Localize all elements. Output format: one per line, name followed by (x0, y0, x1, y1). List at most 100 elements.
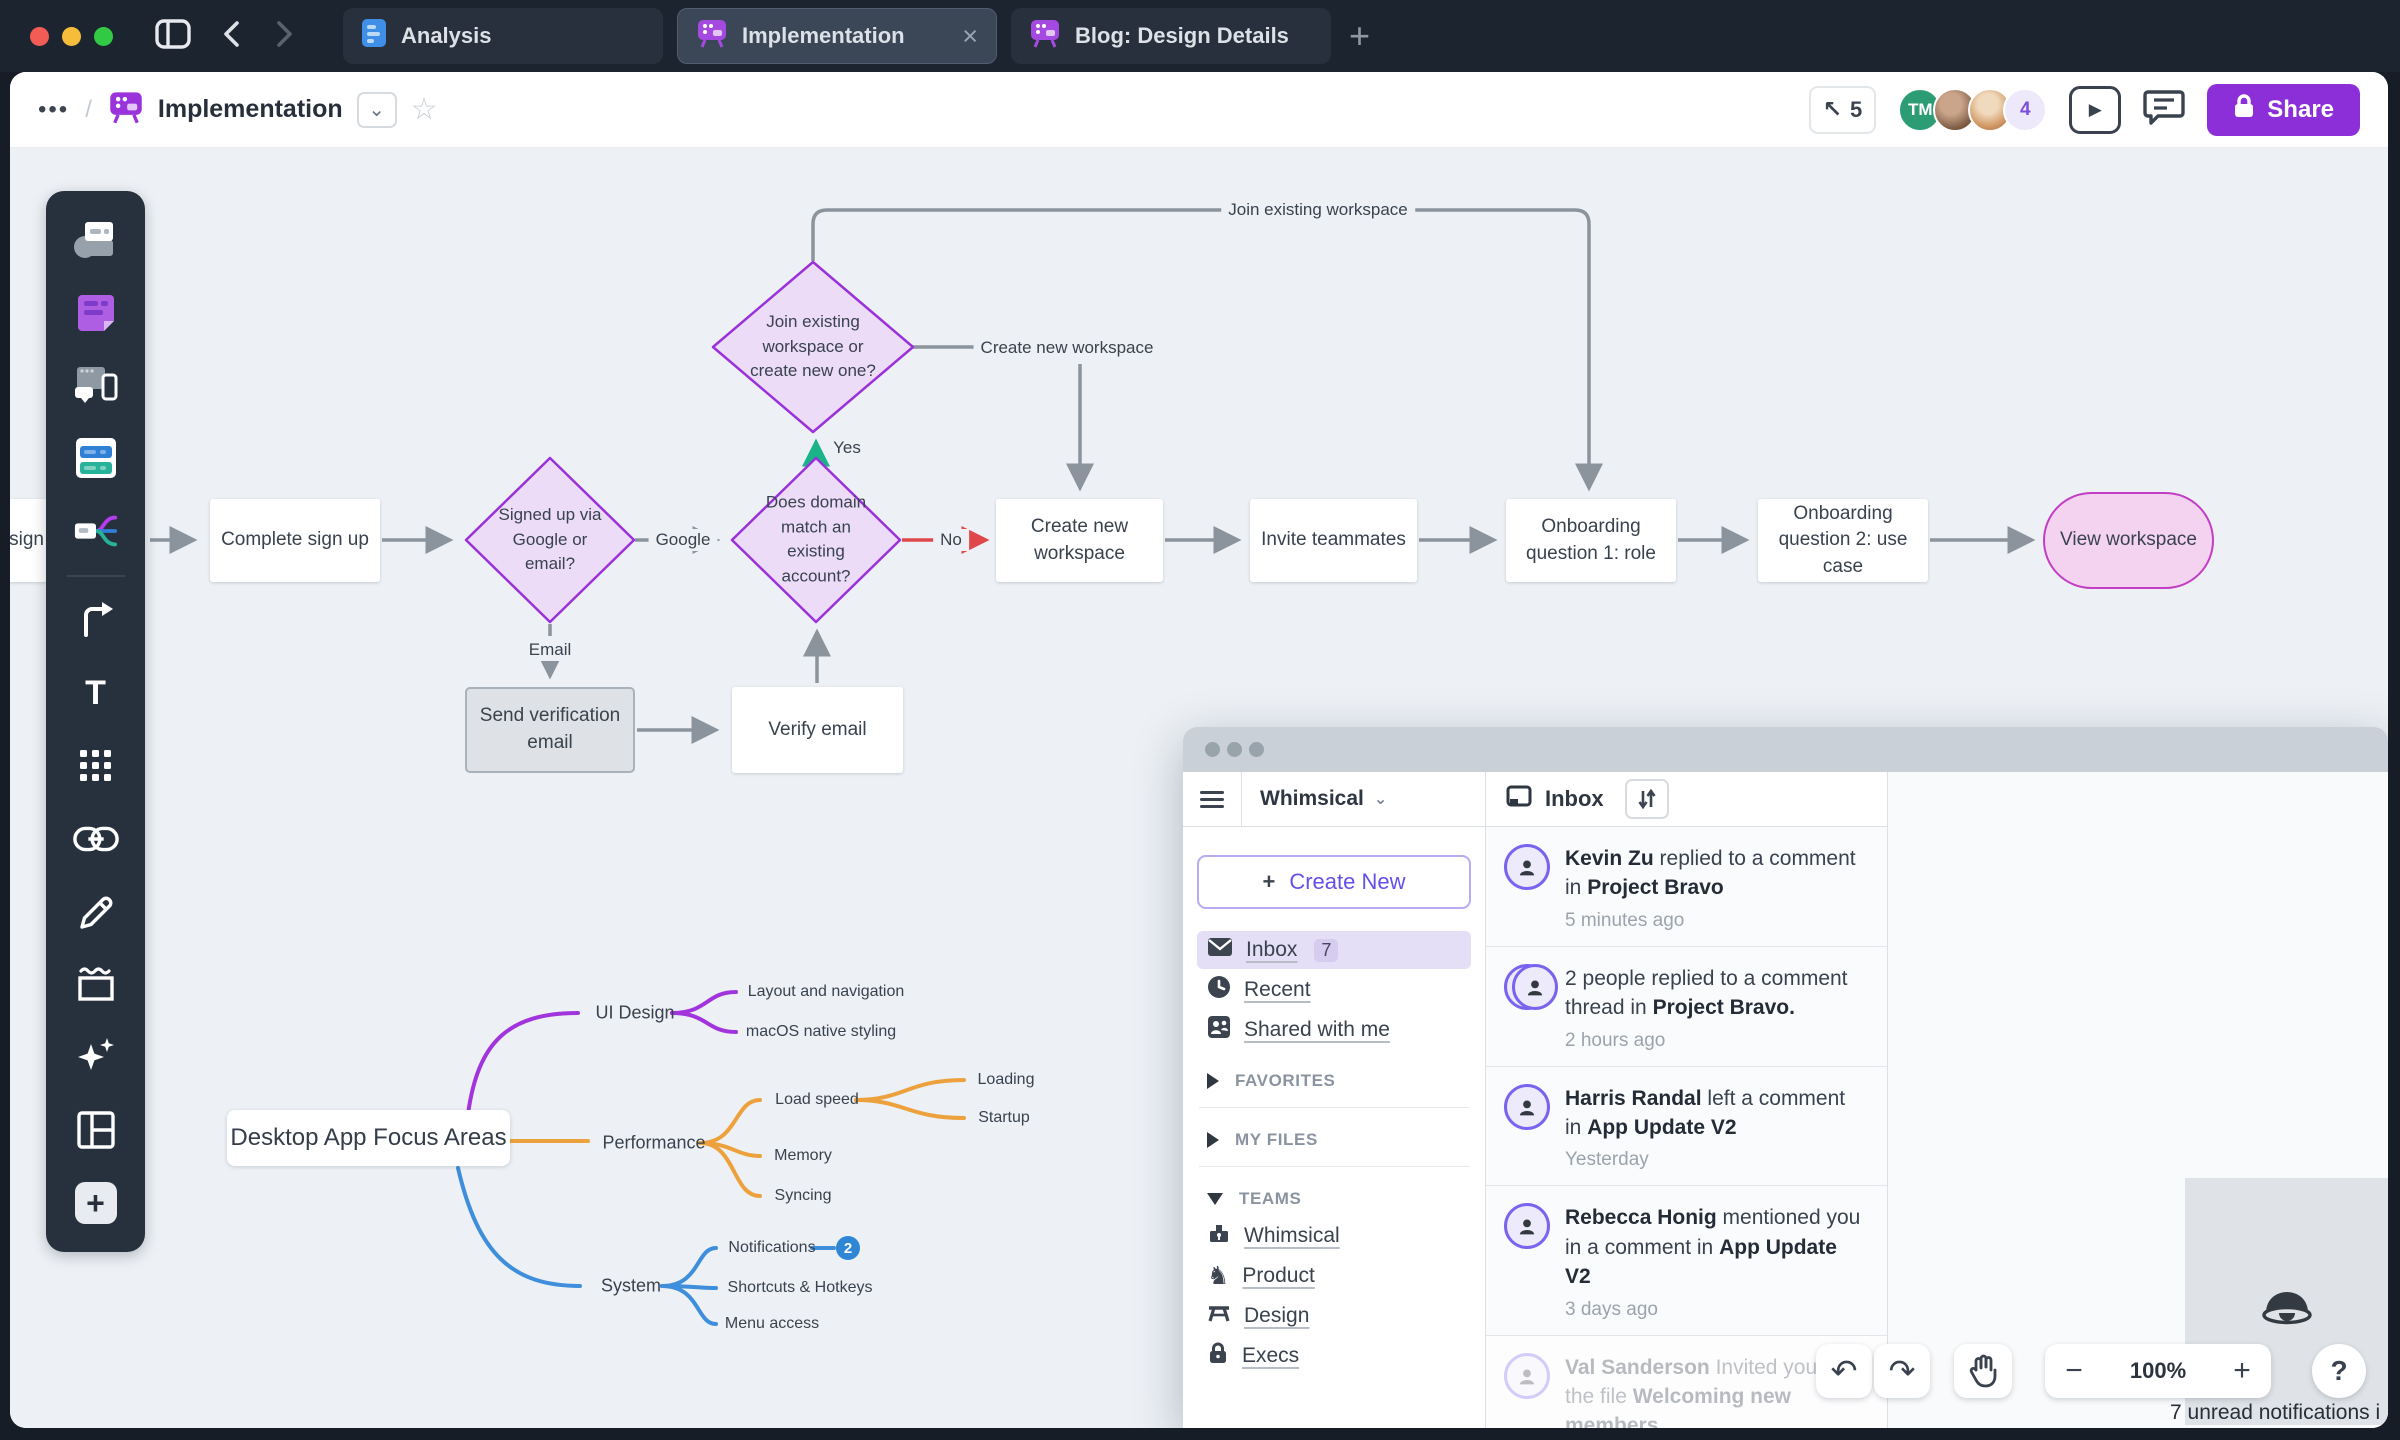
sidebar-item-recent[interactable]: Recent (1197, 971, 1471, 1009)
tab-blog-design-details[interactable]: Blog: Design Details (1011, 8, 1331, 64)
notification-count-badge[interactable]: 2 (836, 1236, 860, 1260)
avatar (1504, 844, 1550, 890)
diamond-join-or-create[interactable] (711, 260, 915, 434)
minimize-window-button[interactable] (62, 26, 81, 46)
text-tool-icon[interactable]: T (85, 673, 106, 712)
forward-button[interactable] (273, 19, 295, 54)
chevron-right-icon (1207, 1073, 1219, 1089)
flow-node-complete-signup[interactable]: Complete sign up (210, 499, 380, 582)
wireframe-tool-icon[interactable] (73, 363, 119, 409)
team-item-design[interactable]: Design (1197, 1297, 1471, 1335)
notification-row[interactable]: 2 people replied to a comment thread in … (1486, 946, 1887, 1067)
chevron-down-icon (1207, 1193, 1223, 1205)
shapes-tool-icon[interactable] (73, 217, 119, 263)
pencil-tool-icon[interactable] (73, 889, 119, 935)
create-new-button[interactable]: + Create New (1197, 855, 1471, 909)
zoom-in-button[interactable]: + (2233, 1354, 2251, 1387)
team-item-product[interactable]: ♞ Product (1197, 1257, 1471, 1295)
sparkles-ai-icon[interactable] (73, 1034, 119, 1080)
link-tool-icon[interactable] (72, 816, 119, 862)
mindmap-tool-icon[interactable] (73, 508, 119, 554)
sidebar-toggle-icon[interactable] (155, 18, 191, 54)
mindmap-leaf[interactable]: macOS native styling (745, 1023, 897, 1040)
notification-text: 2 people replied to a comment thread in (1565, 966, 1848, 1020)
mindmap-branch-system[interactable]: System (600, 1275, 662, 1296)
avatar-overflow-count[interactable]: 4 (2003, 87, 2048, 132)
add-more-tools-button[interactable]: + (73, 1180, 119, 1226)
team-item-whimsical[interactable]: Whimsical (1197, 1217, 1471, 1255)
tab-analysis[interactable]: Analysis (343, 8, 663, 64)
back-button[interactable] (221, 19, 243, 54)
title-dropdown-button[interactable]: ⌄ (356, 91, 397, 128)
mindmap-leaf[interactable]: Shortcuts & Hotkeys (727, 1279, 873, 1296)
section-favorites[interactable]: FAVORITES (1207, 1071, 1471, 1091)
notification-row[interactable]: Kevin Zu replied to a comment in Project… (1486, 827, 1887, 947)
share-button[interactable]: Share (2207, 83, 2360, 136)
connector-tool-icon[interactable] (73, 598, 119, 644)
close-window-button[interactable] (30, 26, 49, 46)
mindmap-leaf[interactable]: Startup (978, 1109, 1030, 1126)
tab-label: Analysis (401, 23, 492, 48)
flow-node-create-workspace[interactable]: Create new workspace (996, 499, 1163, 582)
live-cursors-button[interactable]: ↖ 5 (1808, 85, 1877, 134)
sticky-note-tool-icon[interactable] (73, 290, 119, 336)
mindmap-leaf[interactable]: Layout and navigation (747, 983, 905, 1000)
mindmap-node-notifications[interactable]: Notifications (728, 1239, 816, 1256)
cards-tool-icon[interactable] (73, 435, 119, 481)
favorite-star-icon[interactable]: ☆ (410, 93, 438, 126)
help-button[interactable]: ? (2312, 1344, 2366, 1398)
bell-icon (2261, 1291, 2312, 1324)
mindmap-leaf[interactable]: Loading (977, 1071, 1035, 1088)
team-item-execs[interactable]: Execs (1197, 1337, 1471, 1375)
diamond-label[interactable]: Signed up via Google or email? (498, 505, 602, 574)
board-icon (108, 90, 144, 129)
flow-node-verify-email[interactable]: Verify email (732, 687, 903, 773)
flow-node-send-verification[interactable]: Send verification email (465, 687, 635, 773)
zoom-level[interactable]: 100% (2129, 1358, 2187, 1383)
notification-row[interactable]: Rebecca Honig mentioned you in a comment… (1486, 1186, 1887, 1336)
section-teams[interactable]: TEAMS (1207, 1189, 1471, 1209)
people-icon (1207, 1015, 1231, 1045)
flow-node-invite-teammates[interactable]: Invite teammates (1250, 499, 1417, 582)
sort-button[interactable] (1624, 779, 1669, 819)
diamond-label[interactable]: Join existing workspace or create new on… (750, 312, 876, 381)
mindmap-root[interactable]: Desktop App Focus Areas (227, 1110, 510, 1166)
sidebar-item-shared-with-me[interactable]: Shared with me (1197, 1011, 1471, 1049)
tab-implementation[interactable]: Implementation × (677, 8, 997, 64)
sidebar-item-inbox[interactable]: Inbox 7 (1197, 931, 1471, 969)
mindmap-leaf[interactable]: Memory (774, 1147, 832, 1164)
mindmap-leaf[interactable]: Syncing (774, 1187, 832, 1204)
menu-button[interactable] (1183, 772, 1242, 826)
whiteboard-canvas[interactable]: sign Complete sign up Create new workspa… (10, 148, 2388, 1428)
workspace-switcher[interactable]: Whimsical ⌄ (1260, 787, 1387, 811)
mindmap-leaf[interactable]: Menu access (724, 1315, 820, 1332)
zoom-out-button[interactable]: − (2065, 1354, 2083, 1387)
diamond-domain-match[interactable] (730, 456, 902, 624)
undo-button[interactable]: ↶ (1816, 1344, 1872, 1398)
mindmap-node-load-speed[interactable]: Load speed (775, 1091, 859, 1108)
flow-node-onboarding-1[interactable]: Onboarding question 1: role (1506, 499, 1676, 582)
flow-node-onboarding-2[interactable]: Onboarding question 2: use case (1758, 499, 1928, 582)
icon-library-tool-icon[interactable] (73, 743, 119, 789)
layout-tool-icon[interactable] (73, 1107, 119, 1153)
comments-button[interactable] (2143, 87, 2185, 132)
collaborator-avatars[interactable]: TM 4 (1898, 87, 2048, 132)
diamond-signed-up-via[interactable] (464, 456, 636, 624)
maximize-window-button[interactable] (94, 26, 113, 46)
flow-node-signup-clipped[interactable]: sign (10, 499, 48, 582)
new-tab-button[interactable]: + (1349, 15, 1371, 56)
diamond-label[interactable]: Does domain match an existing account? (765, 492, 867, 586)
section-label: TEAMS (1239, 1189, 1302, 1208)
section-my-files[interactable]: MY FILES (1207, 1130, 1471, 1150)
mindmap-branch-ui-design[interactable]: UI Design (595, 1002, 675, 1023)
close-tab-icon[interactable]: × (962, 20, 978, 51)
redo-button[interactable]: ↷ (1874, 1344, 1930, 1398)
breadcrumb-ellipsis-button[interactable]: ••• (38, 95, 70, 123)
frame-tool-icon[interactable] (73, 962, 119, 1008)
present-button[interactable]: ▶ (2069, 85, 2122, 134)
hand-tool-button[interactable] (1954, 1344, 2012, 1398)
notification-row[interactable]: Harris Randal left a comment in App Upda… (1486, 1066, 1887, 1187)
mindmap-branch-performance[interactable]: Performance (602, 1132, 706, 1153)
flow-node-view-workspace[interactable]: View workspace (2043, 492, 2214, 589)
window-controls[interactable] (30, 26, 113, 46)
